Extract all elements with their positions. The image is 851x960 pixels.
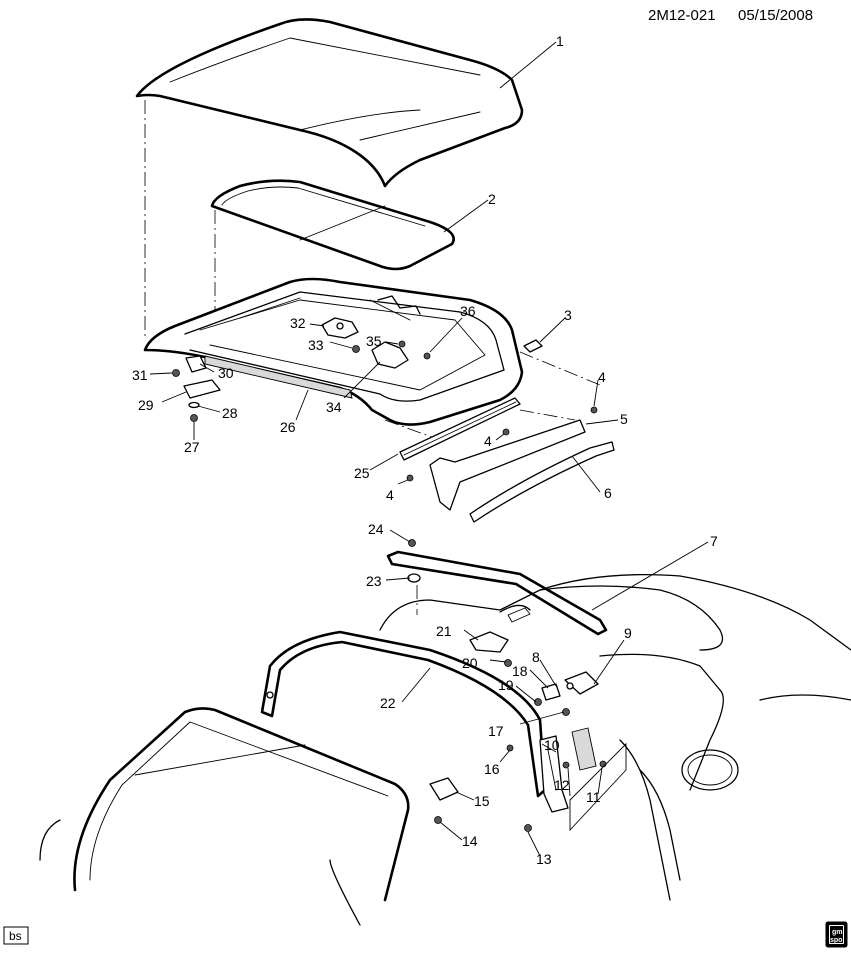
callout-15: 15 <box>474 793 490 809</box>
gm-spo-logo: gm spo <box>825 921 848 948</box>
leader-lines <box>149 41 709 857</box>
part-30-bracket <box>185 355 207 373</box>
callout-18: 18 <box>512 663 528 679</box>
part-35-nut <box>398 340 406 348</box>
part-22-windshield-frame <box>260 630 547 798</box>
part-32-latch-bracket <box>321 317 359 339</box>
alignment-line-3 <box>519 351 601 386</box>
callout-4b: 4 <box>484 433 492 449</box>
part-21-bracket <box>469 631 509 653</box>
callout-10: 10 <box>544 737 560 753</box>
callout-16: 16 <box>484 761 500 777</box>
callout-33: 33 <box>308 337 324 353</box>
callouts: 1 2 3 4 4 4 5 6 7 8 9 10 11 12 13 14 15 … <box>132 33 718 867</box>
callout-24: 24 <box>368 521 384 537</box>
callout-31: 31 <box>132 367 148 383</box>
callout-35: 35 <box>366 333 382 349</box>
part-1-roof-panel <box>135 18 524 188</box>
callout-8: 8 <box>532 649 540 665</box>
callout-7: 7 <box>710 533 718 549</box>
part-8-hinge-stud <box>566 682 574 690</box>
part-15-hinge <box>429 777 459 801</box>
part-26-headliner-strip <box>204 355 353 399</box>
callout-20: 20 <box>462 655 478 671</box>
part-36-bolt <box>423 352 431 360</box>
callout-17: 17 <box>488 723 504 739</box>
logo-text-gm: gm <box>832 929 843 936</box>
callout-4c: 4 <box>386 487 394 503</box>
bs-badge: bs <box>3 926 29 945</box>
part-13-screw <box>524 824 532 832</box>
part-11-clip <box>599 760 607 768</box>
part-12-screw <box>562 761 570 769</box>
callout-28: 28 <box>222 405 238 421</box>
part-10-panel <box>571 727 597 771</box>
callout-11: 11 <box>586 789 601 805</box>
callout-3: 3 <box>564 307 572 323</box>
a-pillar-post <box>539 735 569 813</box>
part-31-fastener <box>172 369 180 377</box>
windshield-glass <box>39 707 410 926</box>
part-4-fastener-c <box>406 474 414 482</box>
callout-9: 9 <box>624 625 632 641</box>
callout-29: 29 <box>138 397 154 413</box>
callout-34: 34 <box>326 399 342 415</box>
callout-30: 30 <box>218 365 234 381</box>
logo-text-spo: spo <box>830 937 842 944</box>
diagram-code: 2M12-021 <box>648 7 716 24</box>
callout-36: 36 <box>460 303 476 319</box>
vehicle-body-outline <box>379 573 851 901</box>
callout-19: 19 <box>498 677 514 693</box>
callout-4a: 4 <box>598 369 606 385</box>
part-14-bolt <box>434 816 442 824</box>
bs-badge-text: bs <box>9 929 22 943</box>
part-25-seal-strip <box>399 397 521 461</box>
part-5-weatherstrip <box>429 419 586 511</box>
callout-1: 1 <box>556 33 564 49</box>
callout-13: 13 <box>536 851 552 867</box>
part-27-screw <box>190 414 198 422</box>
part-3-clip <box>523 339 543 353</box>
callout-32: 32 <box>290 315 306 331</box>
part-2-rear-glass <box>210 179 455 271</box>
part-20-nut <box>504 659 512 667</box>
callout-12: 12 <box>554 777 570 793</box>
callout-6: 6 <box>604 485 612 501</box>
part-28-washer <box>188 401 200 409</box>
callout-14: 14 <box>462 833 478 849</box>
callout-21: 21 <box>436 623 452 639</box>
callout-27: 27 <box>184 439 200 455</box>
part-24-screw <box>408 539 416 547</box>
part-6-molding <box>469 441 615 523</box>
part-4-fastener-b <box>502 428 510 436</box>
callout-2: 2 <box>488 191 496 207</box>
alignment-line-25 <box>384 419 441 441</box>
callout-26: 26 <box>280 419 296 435</box>
part-19-bolt <box>534 698 542 706</box>
connector-line-10 <box>569 742 627 832</box>
part-33-bolt <box>352 345 360 353</box>
part-18-pivot <box>541 683 561 701</box>
part-9-hinge-plate <box>564 671 599 695</box>
part-4-fastener-a <box>590 406 598 414</box>
callout-25: 25 <box>354 465 370 481</box>
part-16-screw <box>506 744 514 752</box>
callout-5: 5 <box>620 411 628 427</box>
part-29-handle <box>183 379 221 399</box>
diagram-date: 05/15/2008 <box>738 7 813 24</box>
callout-23: 23 <box>366 573 382 589</box>
alignment-line-4 <box>519 409 576 421</box>
callout-22: 22 <box>380 695 396 711</box>
part-7-rail <box>386 550 608 636</box>
